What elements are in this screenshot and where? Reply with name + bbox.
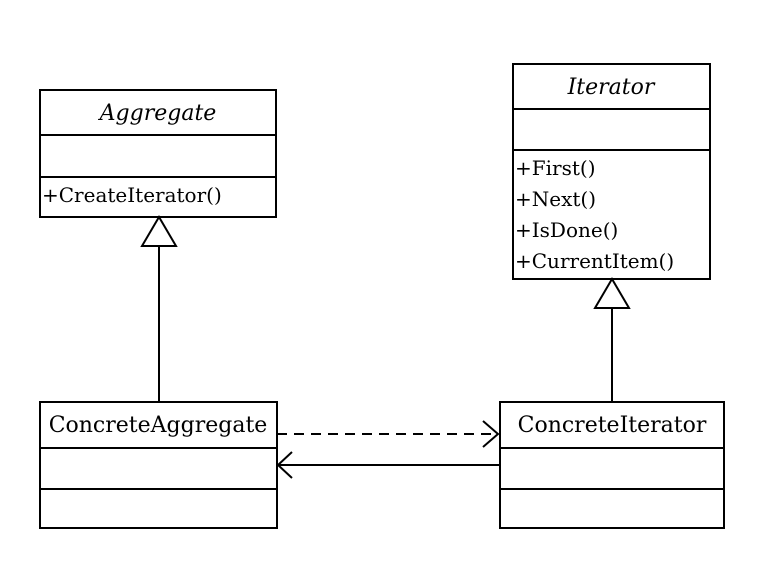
iterator-op-isdone: +IsDone() xyxy=(515,218,618,242)
iterator-op-currentitem: +CurrentItem() xyxy=(515,249,674,273)
hollow-triangle-arrowhead xyxy=(140,215,178,247)
aggregate-class-name: Aggregate xyxy=(98,101,217,126)
iterator-class-name: Iterator xyxy=(567,75,656,100)
association-concrete-iterator-to-concrete-aggregate xyxy=(276,451,500,479)
iterator-op-next: +Next() xyxy=(515,187,596,211)
concrete-iterator-class-name: ConcreteIterator xyxy=(518,413,707,438)
hollow-triangle-arrowhead xyxy=(593,277,631,309)
concrete-aggregate-class-name: ConcreteAggregate xyxy=(49,413,268,438)
concrete-iterator-class[interactable]: ConcreteIterator xyxy=(499,401,725,529)
aggregate-class-box xyxy=(39,89,277,218)
concrete-aggregate-class-box xyxy=(39,401,278,529)
dependency-concrete-aggregate-to-concrete-iterator xyxy=(277,420,500,448)
iterator-class[interactable]: Iterator +First() +Next() +IsDone() +Cur… xyxy=(512,63,711,280)
open-arrowhead xyxy=(482,420,500,448)
concrete-aggregate-class[interactable]: ConcreteAggregate xyxy=(39,401,278,529)
aggregate-op-createiterator: +CreateIterator() xyxy=(42,183,222,207)
generalization-concrete-aggregate-to-aggregate xyxy=(140,215,178,402)
iterator-class-box xyxy=(512,63,711,280)
iterator-op-first: +First() xyxy=(515,156,596,180)
aggregate-class[interactable]: Aggregate +CreateIterator() xyxy=(39,89,277,218)
generalization-concrete-iterator-to-iterator xyxy=(593,277,631,402)
open-arrowhead xyxy=(276,451,293,479)
